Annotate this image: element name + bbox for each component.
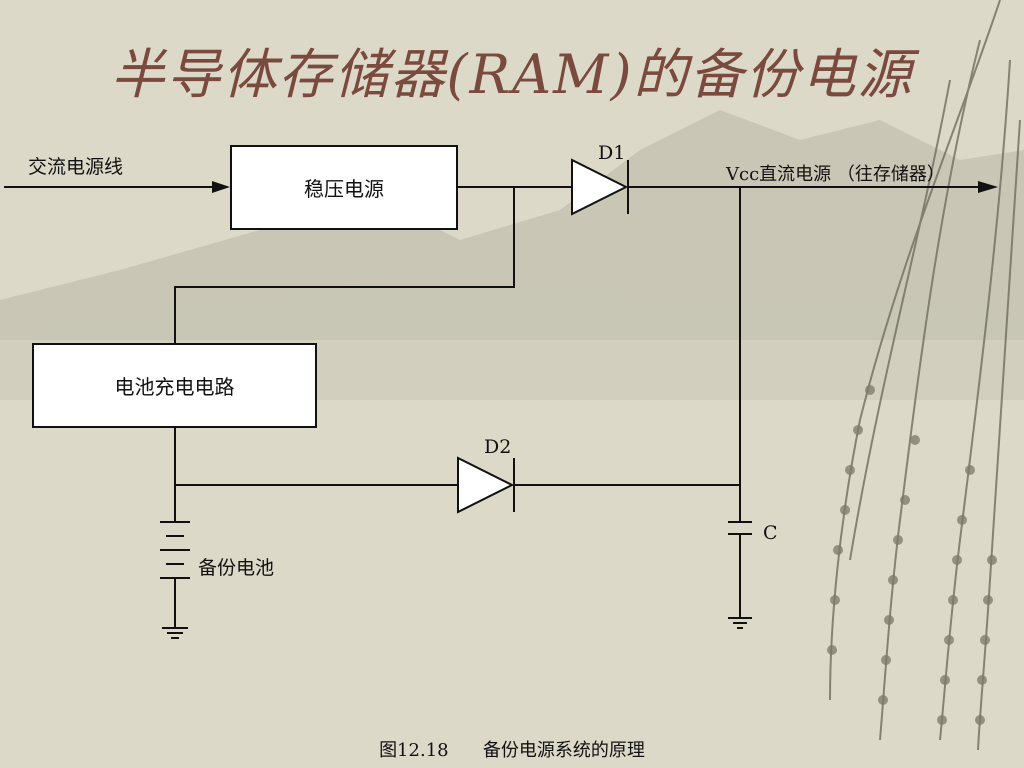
figure-caption: 图12.18 备份电源系统的原理 — [379, 740, 645, 761]
ac-input-label: 交流电源线 — [28, 156, 124, 178]
battery-label: 备份电池 — [198, 557, 275, 579]
battery-symbol — [160, 521, 190, 579]
diode-d2-label: D2 — [484, 436, 512, 458]
charger-label: 电池充电电路 — [114, 375, 235, 399]
capacitor-symbol — [728, 521, 752, 535]
regulator-box: 稳压电源 — [230, 145, 458, 230]
slide-title: 半导体存储器(RAM)的备份电源 — [110, 43, 914, 106]
diode-d1-label: D1 — [598, 142, 626, 164]
capacitor-label: C — [763, 522, 778, 544]
regulator-label: 稳压电源 — [304, 177, 384, 201]
diode-d2-symbol — [457, 456, 515, 514]
charger-feed-wire — [174, 187, 515, 343]
capacitor-ground-icon — [728, 617, 752, 629]
charger-box: 电池充电电路 — [32, 343, 317, 428]
output-arrow — [978, 181, 998, 193]
battery-ground-icon — [162, 627, 188, 639]
diode-d1-symbol — [571, 158, 629, 216]
ac-input-arrow — [212, 181, 230, 193]
output-label: Vcc直流电源 （往存储器） — [726, 164, 945, 185]
